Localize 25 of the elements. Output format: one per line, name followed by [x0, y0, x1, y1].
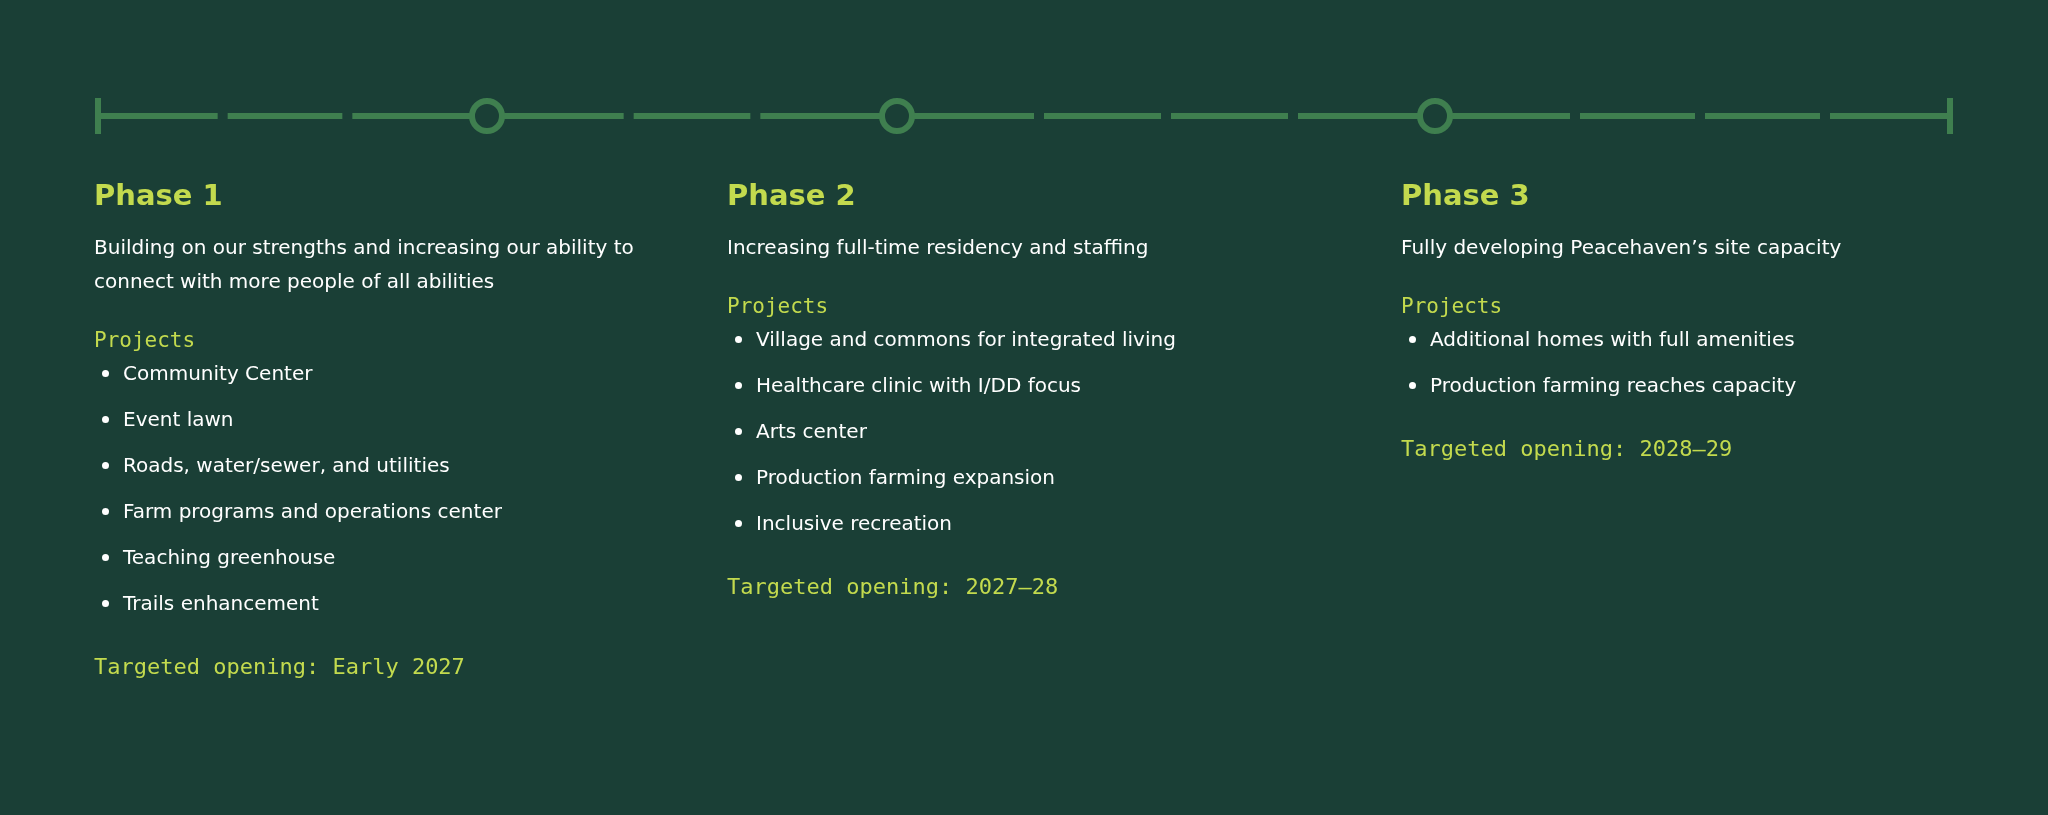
list-item: Roads, water/sewer, and utilities [123, 453, 450, 477]
target-date: Targeted opening: 2028–29 [1401, 436, 1734, 461]
list-item: Village and commons for integrated living [756, 327, 1176, 351]
list-item: Event lawn [123, 407, 234, 431]
list-item: Inclusive recreation [756, 511, 952, 535]
list-item: Community Center [123, 361, 313, 385]
phase-description: Fully developing Peacehaven’s site capacity [1401, 234, 1843, 261]
phase-description: Increasing full-time residency and staffing [727, 234, 1150, 261]
phase-heading: Phase 1 [94, 178, 224, 212]
list-item: Arts center [756, 419, 867, 443]
list-item: Additional homes with full amenities [1430, 327, 1795, 351]
phase-heading: Phase 3 [1401, 178, 1531, 212]
list-item: Farm programs and operations center [123, 499, 502, 523]
target-date: Targeted opening: 2027–28 [727, 574, 1060, 599]
section-label: Projects [94, 328, 197, 352]
section-label: Projects [727, 294, 830, 318]
phase-description: Building on our strengths and increasing our ability to connect with more people of all abilities [94, 234, 635, 295]
list-item: Healthcare clinic with I/DD focus [756, 373, 1082, 397]
target-date: Targeted opening: Early 2027 [94, 654, 466, 679]
section-label: Projects [1401, 294, 1504, 318]
list-item: Teaching greenhouse [123, 545, 336, 569]
list-item: Production farming expansion [756, 465, 1055, 489]
phase-heading: Phase 2 [727, 178, 857, 212]
list-item: Production farming reaches capacity [1430, 373, 1797, 397]
list-item: Trails enhancement [123, 591, 319, 615]
